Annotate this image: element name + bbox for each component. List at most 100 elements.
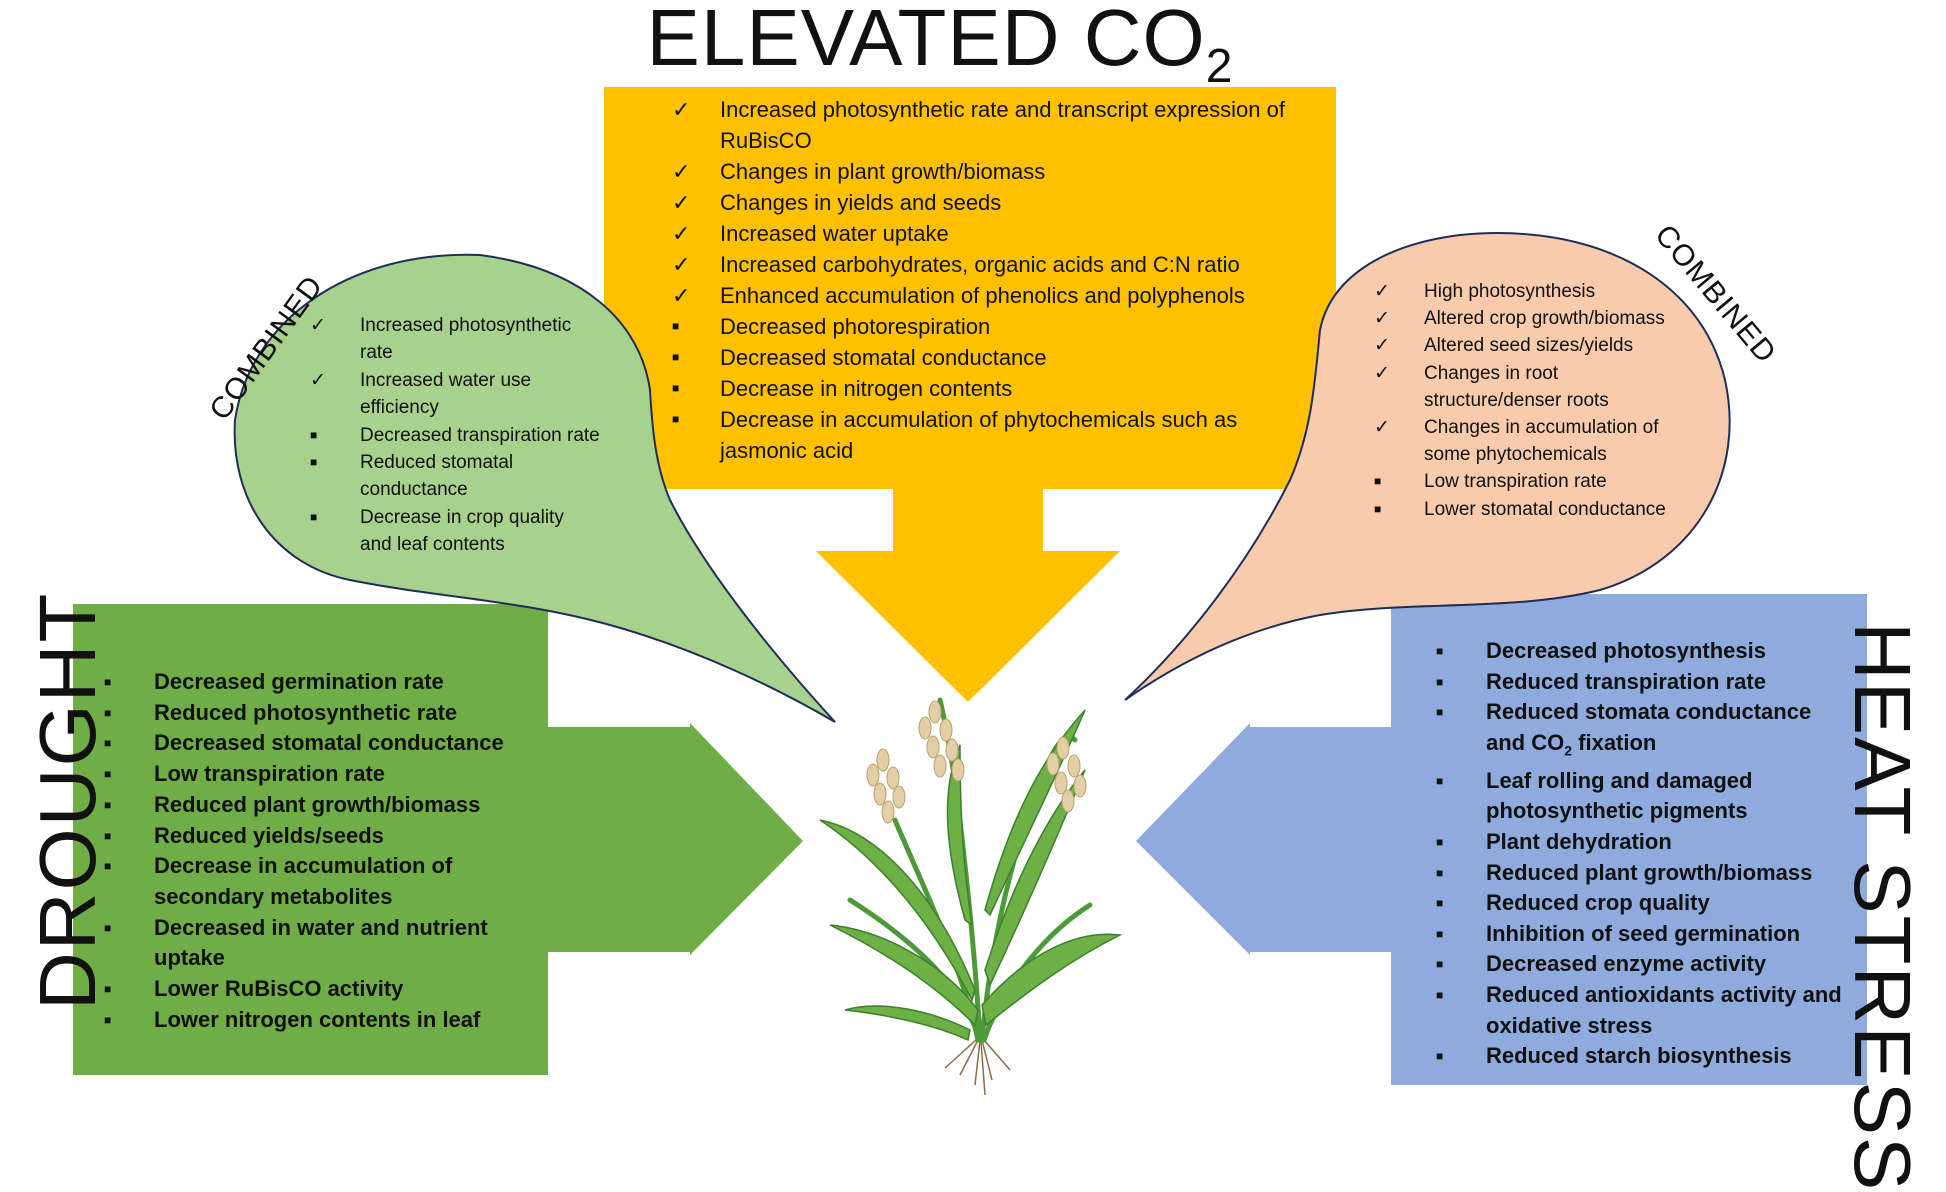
drought-right-arrow	[548, 723, 803, 955]
square-bullet-icon: ■	[104, 828, 112, 843]
square-bullet-icon: ■	[104, 920, 112, 935]
checkmark-icon: ✓	[672, 97, 691, 122]
effect-text: Decreased transpiration rate	[360, 424, 600, 446]
effect-text: Altered seed sizes/yields	[1424, 335, 1634, 357]
spike-left	[866, 748, 906, 824]
checkmark-icon: ✓	[1374, 335, 1390, 357]
effect-subscript: 2	[1564, 742, 1573, 759]
co2-arrow	[604, 87, 1336, 702]
effect-text: Reduced stomatal conductance	[360, 452, 514, 501]
effect-text: Low transpiration rate	[1424, 471, 1607, 493]
diagram-canvas	[73, 87, 1867, 1096]
effect-text: Lower RuBisCO activity	[154, 976, 404, 1002]
square-bullet-icon: ■	[1436, 926, 1444, 941]
square-bullet-icon: ■	[1436, 674, 1444, 689]
effect-text: Decreased in water and nutrient uptake	[154, 914, 488, 971]
effect-text-after: fixation	[1572, 729, 1657, 755]
effect-item: ■ Reduced antioxidants activity and oxida…	[1436, 980, 1856, 1041]
checkmark-icon: ✓	[1374, 308, 1390, 330]
effect-text: Reduced plant growth/biomass	[154, 791, 481, 817]
effect-item: ■ Reduced stomata conductance and CO2 fix…	[1436, 697, 1856, 766]
effect-item: ■Reduced plant growth/biomass	[1436, 858, 1856, 889]
effect-text: Decreased photorespiration	[720, 314, 991, 339]
checkmark-icon: ✓	[672, 159, 691, 184]
effect-text: Decreased photosynthesis	[1486, 638, 1766, 663]
plant-roots	[944, 1039, 1011, 1096]
effect-item: ✓ Altered seed sizes/yields	[1374, 332, 1674, 359]
effect-item: ■ Low transpiration rate	[1374, 468, 1674, 495]
effect-item: ■Reduced stomatal conductance	[310, 449, 600, 504]
effect-item: ■Decrease in nitrogen contents	[672, 373, 1312, 404]
plant-spikes	[866, 700, 1087, 824]
square-bullet-icon: ■	[104, 982, 112, 997]
square-bullet-icon: ■	[1436, 644, 1444, 658]
heat-arrow	[1136, 594, 1867, 1085]
square-bullet-icon: ■	[104, 859, 112, 874]
effect-item: ■Decreased transpiration rate	[310, 422, 600, 449]
effect-item: ■Decreased enzyme activity	[1436, 949, 1856, 980]
effect-text: Increased water use efficiency	[360, 369, 532, 419]
square-bullet-icon: ■	[1374, 474, 1382, 489]
heat-stress-effects-list: ■ Decreased photosynthesis ■ Reduced transp…	[1436, 636, 1856, 1072]
checkmark-icon: ✓	[672, 221, 691, 246]
effect-item: ✓Changes in plant growth/biomass	[672, 156, 1312, 187]
effect-text: Increased photosynthetic rate and transc…	[720, 97, 1285, 153]
effect-text: Lower stomatal conductance	[1424, 498, 1666, 520]
heat-stress-box	[1391, 594, 1867, 1085]
square-bullet-icon: ■	[1436, 957, 1444, 972]
square-bullet-icon: ■	[1436, 896, 1444, 911]
effect-text: Reduced stomata conductance and CO	[1486, 699, 1812, 755]
effect-item: ✓Enhanced accumulation of phenolics and …	[672, 280, 1312, 311]
effect-text: Decrease in accumulation of secondary me…	[154, 853, 453, 909]
effect-text: Decrease in accumulation of phytochemica…	[720, 407, 1238, 463]
effect-item: ■ Lower RuBisCO activity	[104, 974, 534, 1005]
effect-item: ■ Plant dehydration	[1436, 827, 1856, 858]
combined-drought-effects-list: ✓Increased photosynthetic rate✓Increased…	[310, 312, 600, 559]
effect-text: Decreased stomatal conductance	[720, 345, 1047, 370]
checkmark-icon: ✓	[672, 283, 691, 308]
effect-item: ■ Reduced transpiration rate	[1436, 667, 1856, 698]
square-bullet-icon: ■	[1436, 1049, 1444, 1064]
effect-text: Plant dehydration	[1486, 828, 1672, 854]
effect-text: Reduced antioxidants activity and oxidat…	[1486, 981, 1842, 1038]
effect-item: ■Reduced crop quality	[1436, 888, 1856, 919]
drought-box	[73, 604, 548, 1075]
square-bullet-icon: ■	[1436, 834, 1444, 849]
square-bullet-icon: ■	[1436, 987, 1444, 1002]
square-bullet-icon: ■	[1436, 773, 1444, 788]
effect-text: Low transpiration rate	[154, 761, 386, 787]
effect-item: ✓Increased carbohydrates, organic acids …	[672, 249, 1312, 280]
effect-item: ✓ Increased photosynthetic rate and trans…	[672, 94, 1312, 156]
elevated-co2-effects-list: ✓ Increased photosynthetic rate and trans…	[672, 94, 1312, 466]
effect-item: ■Decreased photorespiration	[672, 311, 1312, 342]
co2-box	[604, 87, 1336, 489]
effect-item: ✓Changes in root structure/denser roots	[1374, 360, 1674, 414]
effect-item: ■Lower stomatal conductance	[1374, 496, 1674, 523]
square-bullet-icon: ■	[672, 350, 680, 364]
checkmark-icon: ✓	[1374, 417, 1390, 439]
effect-text: Leaf rolling and damaged photosynthetic …	[1486, 767, 1753, 824]
effect-text: Reduced starch biosynthesis	[1486, 1043, 1792, 1069]
effect-text: Altered crop growth/biomass	[1424, 308, 1665, 330]
square-bullet-icon: ■	[1436, 705, 1444, 720]
combined-heat-effects-list: ✓High photosynthesis✓Altered crop growth…	[1374, 278, 1674, 523]
effect-text: Reduced photosynthetic rate	[154, 699, 458, 725]
effect-item: ■Reduced plant growth/biomass	[104, 790, 534, 821]
spike-right	[1046, 736, 1087, 813]
square-bullet-icon: ■	[672, 381, 680, 395]
effect-item: ■ Decreased in water and nutrient uptake	[104, 913, 534, 974]
checkmark-icon: ✓	[672, 190, 691, 215]
checkmark-icon: ✓	[310, 369, 326, 391]
effect-item: ■Low transpiration rate	[104, 759, 534, 790]
effect-item: ■Decreased stomatal conductance	[104, 728, 534, 759]
effect-item: ■ Decreased stomatal conductance	[672, 342, 1312, 373]
checkmark-icon: ✓	[672, 252, 691, 277]
effect-text: Reduced transpiration rate	[1486, 668, 1766, 694]
combined-drought-bubble	[233, 253, 836, 723]
co2-down-arrow	[816, 489, 1120, 702]
drought-arrow	[73, 604, 803, 1075]
drought-title: DROUGHT	[23, 591, 112, 1010]
effect-item: ■Decrease in crop quality and leaf conte…	[310, 504, 600, 559]
heat-left-arrow	[1136, 723, 1391, 955]
combined-heat-bubble	[1124, 232, 1731, 701]
